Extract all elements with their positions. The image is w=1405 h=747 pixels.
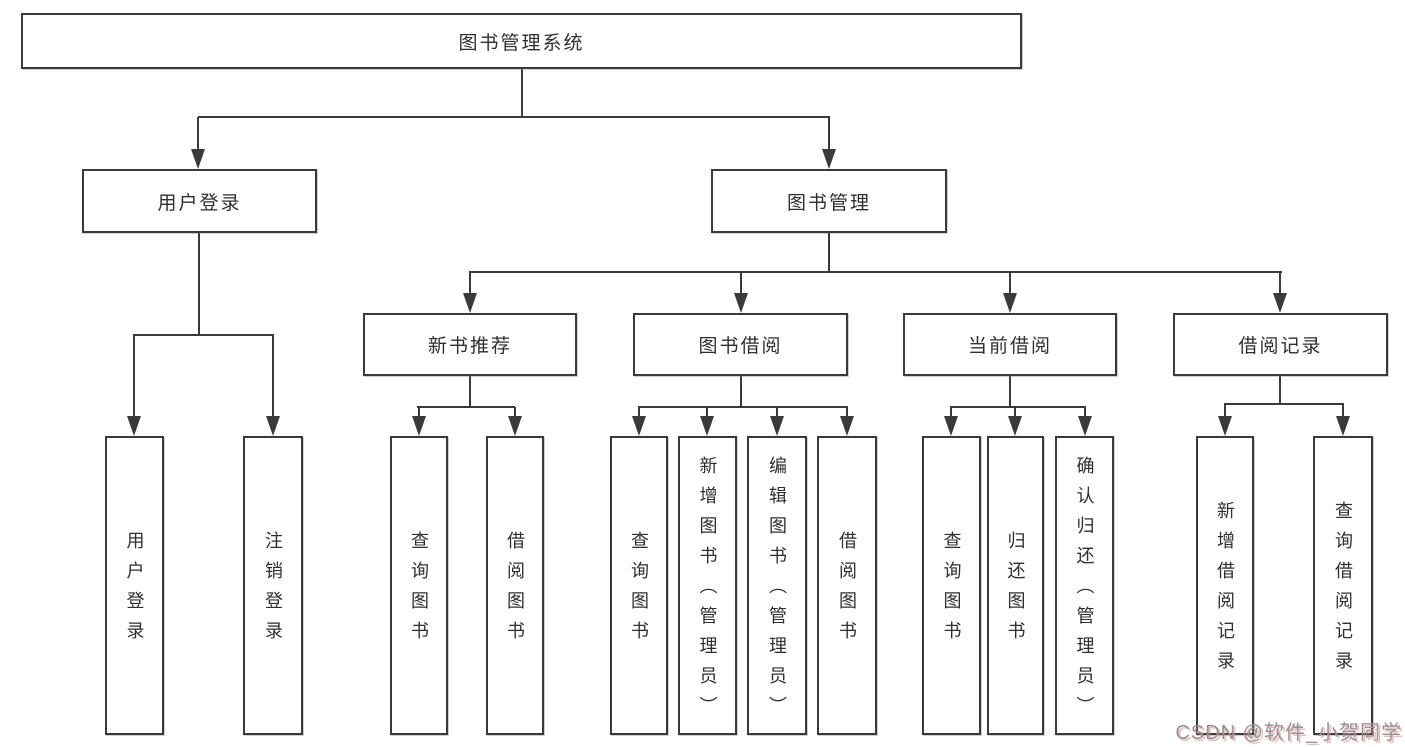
node-leaf-user-login: 用户登录 (105, 436, 164, 735)
arrow-down-icon (700, 416, 714, 436)
node-leaf-bb-borrow: 借阅图书 (817, 436, 877, 735)
arrow-down-icon (266, 416, 280, 436)
node-label: 查询图书 (629, 530, 649, 651)
connector-line (521, 69, 523, 118)
node-leaf-br-query: 查询借阅记录 (1313, 436, 1373, 735)
node-label: 查询图书 (409, 530, 429, 651)
arrow-down-icon (944, 416, 958, 436)
csdn-watermark: CSDN @软件_小贺同学 (1175, 722, 1402, 744)
arrow-down-icon (1078, 416, 1092, 436)
node-label: 编辑图书（管理员） (767, 455, 787, 726)
node-label: 当前借阅 (967, 336, 1052, 357)
node-label: 注销登录 (263, 530, 283, 651)
node-label: 新增借阅记录 (1215, 500, 1235, 681)
arrow-down-icon (1336, 416, 1350, 436)
arrow-down-icon (508, 416, 522, 436)
connector-line (197, 117, 199, 153)
arrow-down-icon (1003, 293, 1017, 313)
node-leaf-bb-add: 新增图书（管理员） (678, 436, 737, 735)
node-user-login: 用户登录 (82, 169, 317, 233)
connector-line (1014, 407, 1016, 420)
node-leaf-cb-query: 查询图书 (922, 436, 981, 735)
arrow-down-icon (770, 416, 784, 436)
node-book-mgmt: 图书管理 (711, 169, 947, 233)
connector-line (740, 272, 742, 297)
connector-line (1084, 407, 1086, 420)
connector-line (1009, 376, 1011, 408)
node-label: 归还图书 (1005, 530, 1026, 651)
connector-line (469, 272, 471, 297)
connector-line (1279, 272, 1281, 297)
arrow-down-icon (412, 416, 426, 436)
connector-line (950, 407, 952, 420)
connector-line (469, 376, 471, 408)
arrow-down-icon (1218, 416, 1232, 436)
node-label: 借阅图书 (505, 530, 525, 651)
node-leaf-nbr-borrow: 借阅图书 (486, 436, 544, 735)
node-book-borrow: 图书借阅 (633, 313, 848, 376)
node-label: 查询图书 (941, 530, 962, 651)
connector-line (514, 407, 516, 420)
node-label: 图书管理 (786, 192, 871, 214)
connector-line (638, 407, 640, 420)
connector-line (638, 406, 848, 408)
node-leaf-nbr-query: 查询图书 (390, 436, 448, 735)
node-label: 用户登录 (124, 530, 145, 651)
connector-line (469, 271, 1282, 273)
connector-line (828, 117, 830, 153)
connector-line (133, 334, 274, 336)
connector-line (950, 406, 1086, 408)
arrow-down-icon (632, 416, 646, 436)
connector-line (198, 116, 830, 118)
arrow-down-icon (191, 149, 205, 169)
arrow-down-icon (463, 293, 477, 313)
node-new-book-rec: 新书推荐 (363, 313, 577, 376)
connector-line (1224, 404, 1226, 420)
node-label: 新增图书（管理员） (697, 455, 718, 726)
node-leaf-br-add: 新增借阅记录 (1196, 436, 1254, 735)
node-label: 用户登录 (157, 192, 242, 214)
connector-line (846, 407, 848, 420)
node-label: 图书借阅 (698, 336, 783, 357)
connector-line (776, 407, 778, 420)
arrow-down-icon (1273, 293, 1287, 313)
node-root: 图书管理系统 (21, 13, 1022, 69)
node-label: 借阅记录 (1238, 336, 1323, 357)
connector-line (1342, 404, 1344, 420)
arrow-down-icon (734, 293, 748, 313)
node-leaf-cb-return: 归还图书 (987, 436, 1044, 735)
node-leaf-logout: 注销登录 (243, 436, 303, 735)
connector-line (740, 376, 742, 408)
arrow-down-icon (840, 416, 854, 436)
connector-line (198, 233, 200, 336)
connector-line (1009, 272, 1011, 297)
connector-line (1279, 376, 1281, 405)
connector-line (418, 407, 420, 420)
arrow-down-icon (1008, 416, 1022, 436)
arrow-down-icon (822, 149, 836, 169)
node-current-borrow: 当前借阅 (903, 313, 1117, 376)
node-label: 确认归还（管理员） (1074, 455, 1095, 726)
node-label: 借阅图书 (837, 530, 857, 651)
connector-line (417, 406, 515, 408)
connector-line (272, 335, 274, 420)
connector-line (706, 407, 708, 420)
node-leaf-bb-query: 查询图书 (610, 436, 668, 735)
node-label: 查询借阅记录 (1333, 500, 1353, 681)
node-label: 新书推荐 (427, 336, 512, 357)
node-borrow-records: 借阅记录 (1173, 313, 1388, 376)
node-label: 图书管理系统 (458, 32, 585, 54)
connector-line (1224, 403, 1344, 405)
node-leaf-cb-confirm: 确认归还（管理员） (1055, 436, 1114, 735)
connector-line (133, 335, 135, 420)
arrow-down-icon (127, 416, 141, 436)
node-leaf-bb-edit: 编辑图书（管理员） (747, 436, 807, 735)
connector-line (828, 233, 830, 273)
